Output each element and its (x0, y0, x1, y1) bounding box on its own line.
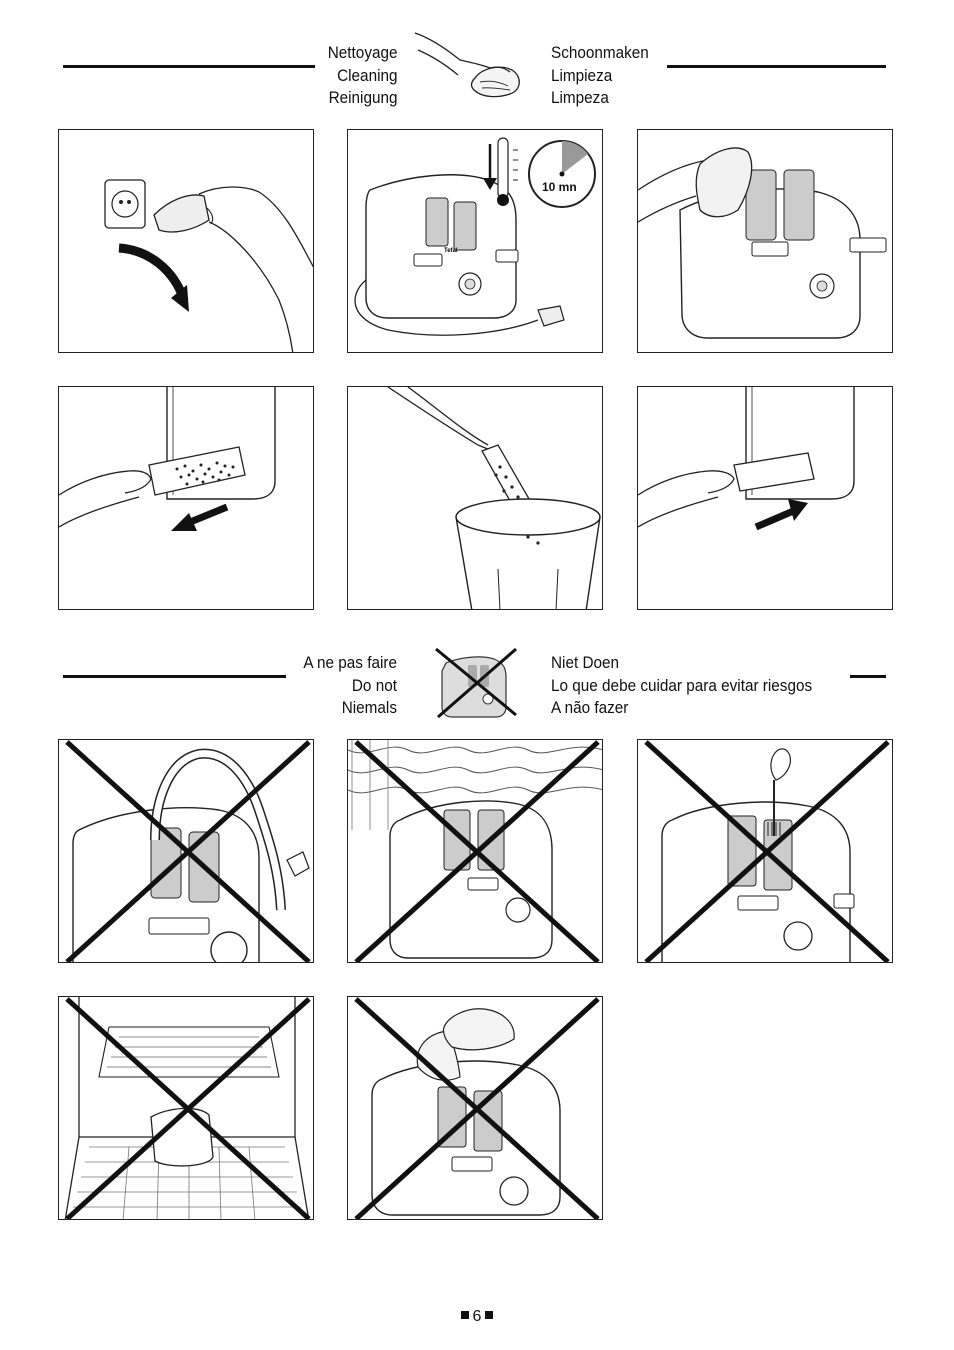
page-number: 6 (0, 1308, 954, 1326)
panel-unplug (58, 129, 314, 353)
donot-label-es: Lo que debe cuidar para evitar riesgos (551, 675, 813, 695)
section-rule-left (63, 65, 315, 68)
panel-no-metal-utensil (637, 739, 893, 963)
section-rule-right (667, 65, 886, 68)
cleaning-label-fr: Nettoyage (327, 43, 397, 62)
donot-label-fr: A ne pas faire (303, 653, 397, 672)
donot-heading-right: Niet Doen Lo que debe cuidar para evitar… (551, 652, 812, 720)
panel-no-water (58, 739, 314, 963)
cleaning-label-de: Reinigung (328, 88, 397, 107)
panel-replace-crumb-tray (637, 386, 893, 610)
panel-no-buttered-bread (347, 996, 603, 1220)
cleaning-label-en: Cleaning (336, 65, 397, 85)
donot-label-de: Niemals (341, 698, 397, 717)
page-number-right-square (485, 1311, 494, 1319)
donot-rule-left (63, 675, 286, 678)
panel-remove-crumb-tray (58, 386, 314, 610)
panel-cool-down: Tefal 10 mn (347, 129, 603, 353)
panel-no-curtains (347, 739, 603, 963)
panel-no-dishwasher (58, 996, 314, 1220)
donot-rule-right (850, 675, 886, 678)
toaster-brand-label: Tefal (444, 248, 458, 254)
cleaning-cloth-hand-icon (414, 32, 520, 98)
donot-label-nl: Niet Doen (551, 653, 620, 672)
cleaning-heading-right: Schoonmaken Limpieza Limpeza (551, 42, 649, 110)
panel-wipe-outside (637, 129, 893, 353)
timer-label: 10 mn (542, 180, 577, 194)
crossed-toaster-icon (435, 647, 517, 719)
cleaning-label-nl: Schoonmaken (551, 43, 649, 62)
page-number-value: 6 (472, 1308, 482, 1325)
panel-empty-crumbs (347, 386, 603, 610)
cleaning-heading-left: Nettoyage Cleaning Reinigung (327, 42, 397, 110)
donot-label-en: Do not (351, 675, 397, 695)
donot-label-pt: A não fazer (551, 698, 629, 717)
donot-heading-left: A ne pas faire Do not Niemals (303, 652, 397, 720)
cleaning-label-es: Limpieza (551, 65, 613, 85)
page-number-left-square (460, 1311, 469, 1319)
cleaning-label-pt: Limpeza (551, 88, 609, 107)
